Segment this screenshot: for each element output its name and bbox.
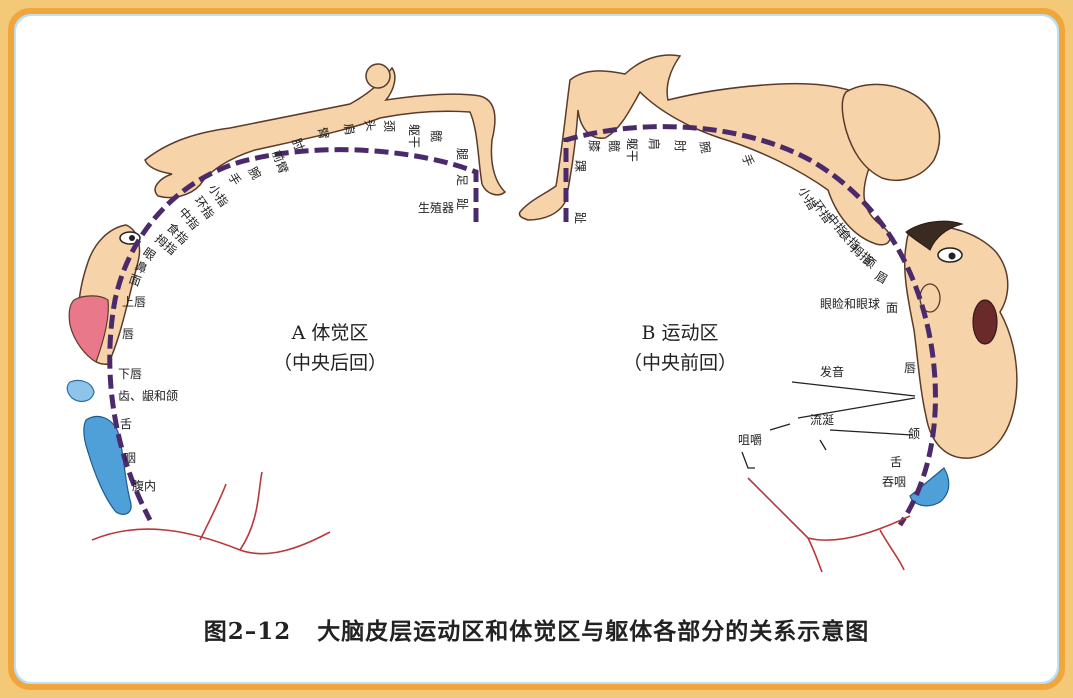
motor-label-20: 流涎 — [810, 413, 834, 427]
sensory-label-6: 颈 — [382, 120, 396, 132]
sensory-pupil — [129, 235, 135, 241]
sensory-label-9: 臂 — [315, 126, 331, 140]
motor-label-24: 吞咽 — [882, 475, 906, 489]
sensory-label-8: 肩 — [341, 122, 358, 136]
sensory-label-28: 腹内 — [132, 479, 156, 493]
motor-label-22: 舌 — [890, 455, 902, 469]
left-blood-vessel — [91, 471, 331, 555]
motor-label-2: 膝 — [587, 140, 601, 152]
sensory-label-22: 上唇 — [122, 295, 146, 309]
motor-label-16: 眼睑和眼球 — [820, 297, 880, 311]
motor-cortex-arc — [563, 124, 938, 527]
sensory-tongue-region — [66, 379, 95, 402]
sensory-label-2: 足 — [455, 174, 469, 186]
motor-label-1: 踝 — [573, 160, 587, 172]
motor-region-subtitle: （中央前回） — [622, 352, 737, 374]
motor-pupil — [948, 252, 956, 260]
sensory-label-5: 躯干 — [407, 124, 422, 148]
motor-label-15: 眉 — [873, 268, 890, 286]
motor-region-heading: B 运动区 （中央前回） — [580, 318, 780, 378]
motor-face-figure — [903, 225, 1018, 459]
sensory-label-1: 趾 — [455, 198, 469, 210]
motor-throat-region — [909, 467, 950, 507]
sensory-lips — [68, 295, 109, 363]
sensory-label-23: 唇 — [122, 327, 134, 341]
motor-label-0: 趾 — [573, 212, 587, 224]
sensory-label-10: 肘 — [289, 136, 307, 152]
sensory-body-figure — [144, 66, 507, 199]
sensory-label-13: 手 — [225, 171, 243, 188]
motor-region-title: B 运动区 — [641, 322, 719, 344]
motor-label-18: 发音 — [820, 364, 844, 379]
motor-hair — [905, 220, 964, 251]
motor-label-23: 咀嚼 — [738, 433, 762, 447]
sensory-region-subtitle: （中央后回） — [272, 352, 387, 374]
sensory-label-27: 咽 — [124, 451, 136, 465]
sensory-label-12: 腕 — [245, 164, 264, 182]
sensory-throat-region — [83, 415, 132, 515]
sensory-label-24: 下唇 — [118, 367, 142, 381]
motor-label-3: 髋 — [607, 140, 622, 152]
motor-label-19: 唇 — [904, 361, 916, 375]
motor-label-21: 颌 — [908, 426, 920, 441]
motor-labels: 趾踝膝髋躯干肩肘腕手小指环指中指食指拇指颈眉眼睑和眼球面发音唇流涎颌舌咀嚼吞咽 — [573, 138, 920, 489]
sensory-label-0: 生殖器 — [418, 200, 454, 215]
motor-label-6: 肘 — [673, 140, 688, 152]
sensory-head — [365, 63, 391, 89]
motor-homunculus — [518, 54, 1018, 507]
sensory-region-heading: A 体觉区 （中央后回） — [230, 318, 430, 378]
motor-label-5: 肩 — [647, 138, 662, 150]
figure-number: 图2–12 — [203, 618, 292, 645]
sensory-cortex-arc — [107, 147, 479, 522]
motor-leader-lines — [741, 381, 916, 469]
motor-label-7: 腕 — [697, 140, 714, 154]
motor-label-8: 手 — [739, 152, 756, 168]
sensory-label-4: 髋 — [429, 130, 444, 142]
motor-mouth — [972, 299, 998, 345]
motor-label-4: 躯干 — [625, 138, 640, 162]
sensory-region-title: A 体觉区 — [291, 322, 369, 344]
sensory-label-7: 头 — [362, 118, 378, 132]
right-blood-vessel — [747, 477, 911, 573]
motor-hand-figure — [841, 83, 941, 181]
sensory-label-26: 舌 — [120, 417, 132, 431]
sensory-label-21: 面 — [127, 272, 143, 289]
sensory-label-25: 齿、龈和颌 — [118, 388, 178, 403]
figure-caption: 图2–12 大脑皮层运动区和体觉区与躯体各部分的关系示意图 — [0, 612, 1073, 646]
motor-label-17: 面 — [886, 301, 898, 315]
figure-title: 大脑皮层运动区和体觉区与躯体各部分的关系示意图 — [317, 618, 870, 645]
sensory-label-3: 腿 — [455, 148, 469, 160]
